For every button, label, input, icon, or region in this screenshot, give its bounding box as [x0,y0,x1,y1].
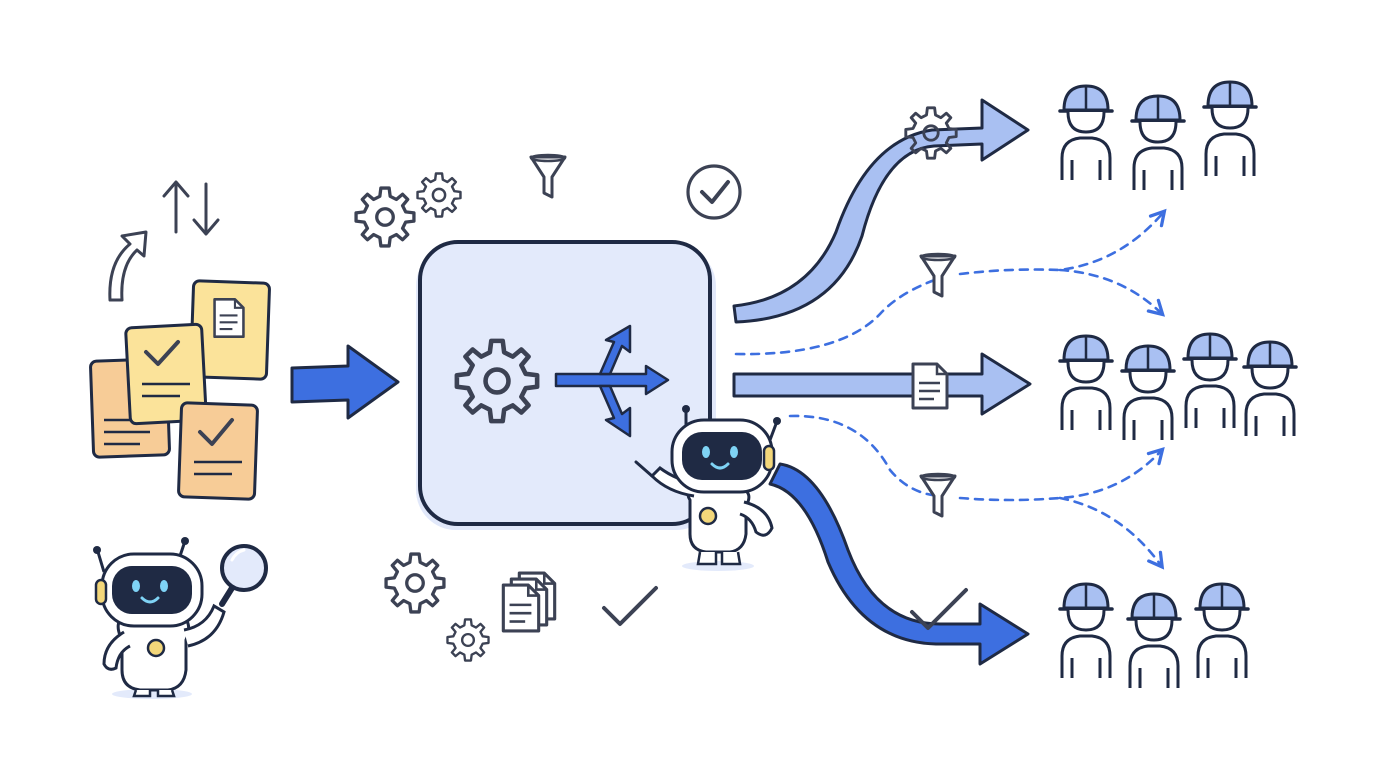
document-icon [911,362,949,410]
worker-icon [1058,582,1114,680]
document-check-card [177,401,259,501]
document-check-card [124,322,208,426]
intake-robot [93,537,268,699]
sort-arrows-icon [162,180,220,236]
gear-icon [354,186,416,248]
worker-icon [1194,582,1250,680]
worker-icon [1242,340,1298,438]
worker-group-top [1058,80,1258,192]
worker-icon [1126,592,1182,690]
curved-up-arrow-icon [108,230,148,302]
funnel-icon [529,153,567,199]
flow-arrow-bottom [768,462,1030,666]
routing-robot [634,405,781,571]
worker-group-middle [1058,332,1298,442]
flow-arrow-middle [732,352,1032,416]
gear-icon [384,552,446,614]
magnifier-icon [219,544,268,607]
input-arrow [290,344,400,420]
flow-arrow-top [732,98,1030,324]
check-icon [602,586,658,626]
worker-icon [1182,332,1238,430]
split-arrow-icon [554,324,670,438]
check-circle-icon [686,164,742,220]
worker-icon [1058,334,1114,432]
funnel-icon [919,252,957,298]
worker-icon [1130,94,1186,192]
dashed-branches [734,208,1167,570]
worker-icon [1058,84,1114,182]
worker-group-bottom [1058,582,1250,690]
gear-icon [446,618,490,662]
gear-icon [416,172,462,218]
documents-stack-icon [501,571,557,633]
worker-icon [1202,80,1258,178]
document-stack [89,279,271,501]
processing-hub [416,240,716,530]
worker-icon [1120,344,1176,442]
check-icon [910,588,968,630]
